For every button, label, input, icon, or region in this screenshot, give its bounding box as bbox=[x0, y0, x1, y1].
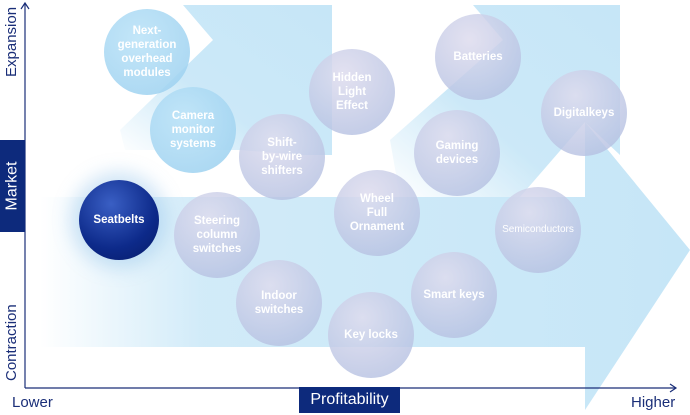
y-axis-bottom-label: Contraction bbox=[3, 304, 20, 381]
y-axis-arrowhead bbox=[20, 1, 30, 10]
x-axis-title-box: Profitability bbox=[299, 387, 400, 413]
x-axis-left-label: Lower bbox=[12, 394, 53, 411]
bubble-digitalkeys: Digitalkeys bbox=[541, 70, 627, 156]
bubble-camera-monitor-systems: Camera monitor systems bbox=[150, 87, 236, 173]
bubble-seatbelts: Seatbelts bbox=[79, 180, 159, 260]
bubble-gaming-devices: Gaming devices bbox=[414, 110, 500, 196]
x-axis-arrowhead bbox=[669, 383, 678, 393]
x-axis-title: Profitability bbox=[310, 391, 389, 408]
bubble-key-locks: Key locks bbox=[328, 292, 414, 378]
y-axis-top-label: Expansion bbox=[3, 6, 20, 77]
bubble-next-generation-overhead-modules: Next- generation overhead modules bbox=[104, 9, 190, 95]
bubble-steering-column-switches: Steering column switches bbox=[174, 192, 260, 278]
x-axis-right-label: Higher bbox=[631, 394, 676, 411]
bubble-shift-by-wire-shifters: Shift- by-wire shifters bbox=[239, 114, 325, 200]
bubble-smart-keys: Smart keys bbox=[411, 252, 497, 338]
bubble-indoor-switches: Indoor switches bbox=[236, 260, 322, 346]
bubble-wheel-full-ornament: Wheel Full Ornament bbox=[334, 170, 420, 256]
bubble-hidden-light-effect: Hidden Light Effect bbox=[309, 49, 395, 135]
main-right-arrow bbox=[40, 122, 690, 410]
bubble-batteries: Batteries bbox=[435, 14, 521, 100]
y-axis-title-box: Market bbox=[0, 140, 25, 232]
bubble-semiconductors: Semiconductors bbox=[495, 187, 581, 273]
y-axis-title: Market bbox=[3, 161, 21, 211]
